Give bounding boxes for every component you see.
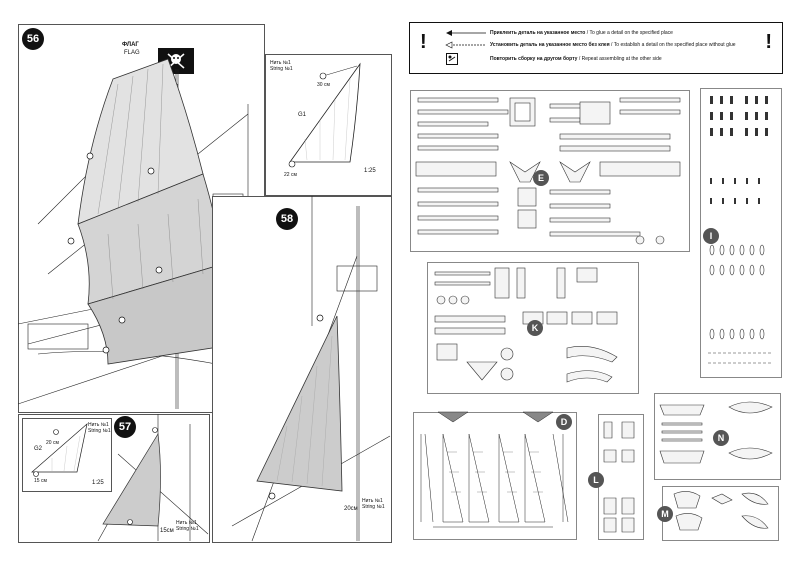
glue-arrow-icon [446,30,486,36]
sail-g1-diagram [288,62,361,168]
sprue-k-parts [434,267,618,383]
sprue-e-parts [415,97,681,245]
g2-top-length: 20 см [46,440,59,446]
g2-bottom-length: 15 см [34,478,47,484]
warning-left-icon: ! [420,31,427,53]
c58-length: 20см [344,506,358,512]
legend-repeat-ru: Повторить сборку на другом борту [490,56,578,62]
sprue-i-label: I [703,228,719,244]
g2-thread-label: Нить №1 [88,422,109,428]
sprue-l-parts [603,421,635,533]
g2-thread-en: String №1 [88,428,111,434]
c58-thread-en: String №1 [362,504,385,510]
step-57-number: 57 [114,416,136,438]
legend-sep-3: / [578,56,581,62]
legend-noglue-row: Установить деталь на указанное место без… [490,42,736,48]
legend-sep-1: / [586,30,589,36]
ship-rigging-drawing-58 [231,196,391,542]
sprue-d-label: D [556,414,572,430]
ship-rigging-drawing-57 [97,414,209,542]
c57-thread: Нить №1 [176,520,197,526]
legend-noglue-ru: Установить деталь на указанное место без… [490,42,610,48]
repeat-icon [446,53,458,65]
step-58-number: 58 [276,208,298,230]
c58-thread: Нить №1 [362,498,383,504]
legend-glue-en: To glue a detail on the specified place [589,30,673,36]
legend-noglue-en: To establish a detail on the specified p… [613,42,736,48]
sprue-e-label: E [533,170,549,186]
g1-thread-label: Нить №1 [270,60,291,66]
sail-g2-diagram [31,423,88,477]
sprue-l-label: L [588,472,604,488]
warning-right-icon: ! [765,31,772,53]
g1-scale: 1:25 [364,168,376,174]
flag-label-ru: ФЛАГ [122,42,139,48]
c57-thread-en: String №1 [176,526,199,532]
sprue-d-frame [413,412,577,540]
g1-thread-en: String №1 [270,66,293,72]
sprue-d-parts [420,411,569,528]
sprue-m-label: M [657,506,673,522]
sprue-m-parts [673,491,769,531]
legend-sep-2: / [611,42,613,48]
legend-repeat-en: Repeat assembling at the other side [581,56,662,62]
g1-part-label: G1 [298,112,307,118]
ship-rigging-drawing-56 [17,58,264,409]
noglue-arrow-icon [445,41,486,49]
sprue-n-label: N [713,430,729,446]
legend-box: ! ! Приклеить деталь на указанное место … [409,22,783,74]
sprue-n-parts [659,401,773,464]
sprue-k-label: K [527,320,543,336]
g2-part-label: G2 [34,446,43,452]
sprue-i-parts [708,96,772,364]
step-56-number: 56 [22,28,44,50]
g1-bottom-length: 22 см [284,172,297,178]
legend-glue-ru: Приклеить деталь на указанное место [490,30,586,36]
legend-repeat-row: Повторить сборку на другом борту / Repea… [490,56,662,62]
skull-icon [167,53,185,69]
g1-top-length: 30 см [317,82,330,88]
legend-glue-row: Приклеить деталь на указанное место / To… [490,30,673,36]
flag-label-en: FLAG [124,50,140,56]
c57-length: 15см [160,528,174,534]
g2-scale: 1:25 [92,480,104,486]
